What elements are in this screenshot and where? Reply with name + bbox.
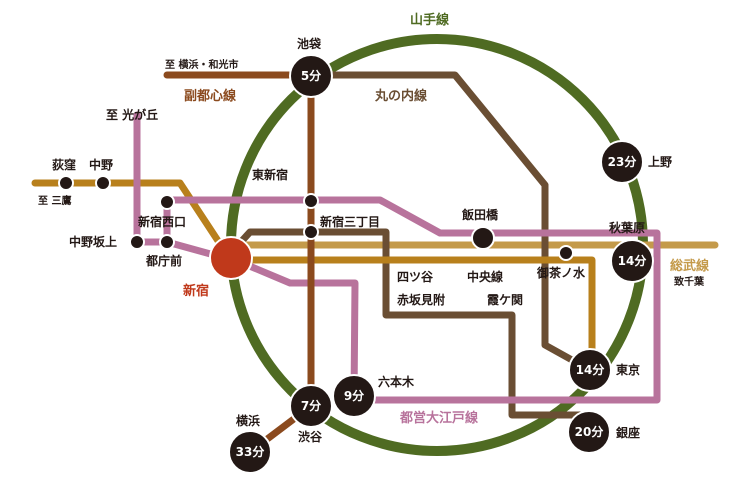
- station-ogikubo[interactable]: [58, 175, 74, 191]
- dest-chiba: 致千葉: [674, 275, 705, 288]
- station-nakanosakaue[interactable]: [129, 234, 145, 250]
- station-higashishinjuku[interactable]: [303, 193, 319, 209]
- label-fukutoshin: 副都心線: [184, 88, 237, 104]
- label-ogikubo: 荻窪: [52, 157, 76, 172]
- time-tokyo: 14分: [576, 362, 605, 377]
- station-shibuya[interactable]: [289, 384, 333, 428]
- label-akihabara: 秋葉原: [609, 220, 645, 235]
- label-tochomae: 都庁前: [145, 253, 182, 268]
- time-ueno: 23分: [608, 154, 637, 169]
- label-nakano: 中野: [89, 157, 113, 172]
- dest-mitaka: 至 三鷹: [38, 194, 71, 207]
- label-ginza: 銀座: [615, 425, 640, 440]
- marunouchi-line-north: [307, 71, 594, 374]
- label-shinjuku: 新宿: [183, 283, 209, 299]
- destination-labels: 至 横浜・和光市 至 光が丘 至 三鷹 致千葉: [38, 58, 705, 288]
- station-yokohama[interactable]: [228, 430, 272, 474]
- label-kasumigaseki: 霞ケ関: [487, 293, 523, 307]
- label-ikebukuro: 池袋: [297, 36, 322, 51]
- station-roppongi[interactable]: [332, 374, 376, 418]
- label-akasakamitsuke: 赤坂見附: [397, 292, 445, 307]
- label-shibuya: 渋谷: [298, 429, 323, 444]
- chuo-line-west: [31, 179, 230, 257]
- fukutoshin-line: [163, 71, 315, 456]
- timed-stations: 5分 23分 14分 14分 20分 7分 9分 33分: [228, 54, 654, 474]
- station-ueno[interactable]: [600, 140, 644, 184]
- label-iidabashi: 飯田橋: [461, 207, 499, 222]
- station-labels: 池袋 上野 秋葉原 東京 銀座 渋谷 六本木 横浜 新宿 荻窪 中野 東新宿 新…: [52, 36, 672, 444]
- label-chuo: 中央線: [467, 269, 503, 284]
- station-ikebukuro[interactable]: [289, 54, 333, 98]
- time-ginza: 20分: [575, 424, 604, 439]
- time-yokohama: 33分: [236, 444, 265, 459]
- station-ginza[interactable]: [567, 410, 611, 454]
- station-shinjuku[interactable]: [209, 236, 253, 280]
- label-oedo: 都営大江戸線: [399, 410, 479, 426]
- station-nishiguchi[interactable]: [159, 194, 175, 210]
- line-labels: 山手線 副都心線 丸の内線 中央線 総武線 都営大江戸線: [184, 12, 710, 426]
- label-roppongi: 六本木: [378, 374, 415, 389]
- label-nakanosakaue: 中野坂上: [69, 234, 117, 249]
- station-nakano[interactable]: [95, 175, 111, 191]
- time-akihabara: 14分: [618, 253, 647, 268]
- label-marunouchi: 丸の内線: [374, 88, 428, 104]
- label-shinjukusanchome: 新宿三丁目: [320, 214, 380, 229]
- station-tokyo[interactable]: [568, 348, 612, 392]
- label-ueno: 上野: [648, 154, 672, 169]
- time-roppongi: 9分: [344, 388, 364, 403]
- label-tokyo: 東京: [616, 362, 640, 377]
- station-shinjukusanchome[interactable]: [303, 224, 319, 240]
- small-stations: [58, 175, 574, 261]
- station-tochomae[interactable]: [159, 234, 175, 250]
- dest-hikarigaoka: 至 光が丘: [106, 107, 158, 122]
- label-higashishinjuku: 東新宿: [252, 167, 288, 182]
- label-ochanomizu: 御茶ノ水: [536, 265, 586, 280]
- chuo-line-east: [227, 256, 596, 354]
- label-yamanote: 山手線: [410, 12, 450, 28]
- label-yotsuya: 四ツ谷: [397, 269, 434, 284]
- label-nishiguchi: 新宿西口: [138, 214, 186, 229]
- label-yokohama: 横浜: [236, 413, 260, 428]
- time-ikebukuro: 5分: [301, 68, 321, 83]
- label-sobu: 総武線: [670, 258, 710, 274]
- time-shibuya: 7分: [301, 398, 321, 413]
- station-akihabara[interactable]: [610, 239, 654, 283]
- station-ochanomizu[interactable]: [558, 245, 574, 261]
- dest-yokohama-wako: 至 横浜・和光市: [165, 58, 238, 71]
- station-iidabashi[interactable]: [471, 226, 495, 250]
